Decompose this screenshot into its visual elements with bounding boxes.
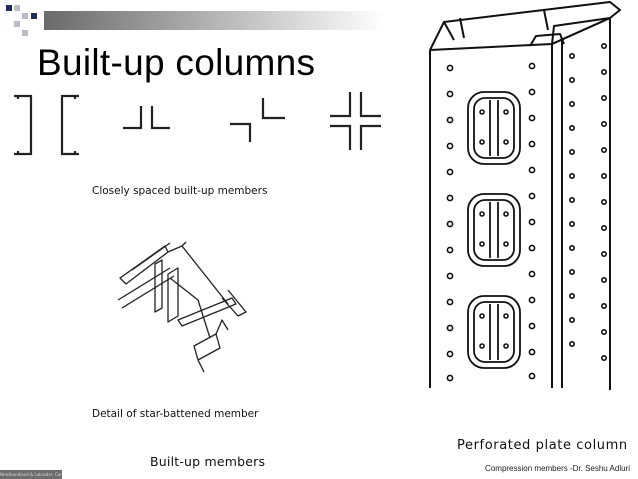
header-decoration: [6, 5, 385, 36]
angle-offset-lower: [230, 122, 252, 142]
header-square-light: [14, 21, 20, 27]
header-square-light: [22, 13, 28, 19]
star-angle-ur: [359, 92, 381, 118]
closely-spaced-sections-figure: [14, 92, 381, 156]
star-angle-ll: [330, 124, 352, 150]
header-square-dark: [31, 13, 37, 19]
perforation: [467, 295, 521, 369]
caption-closely-spaced: Closely spaced built-up members: [92, 185, 268, 197]
channel-left: [14, 94, 33, 156]
header-square-dark: [6, 5, 12, 11]
slide-title: Built-up columns: [37, 42, 316, 83]
perforated-plate-column-figure: [429, 1, 621, 390]
star-battened-detail-figure: [117, 241, 247, 373]
channel-right: [60, 94, 79, 156]
slide-footer: Compression members -Dr. Seshu Adluri: [485, 464, 630, 473]
caption-built-up: Built-up members: [150, 454, 266, 469]
header-square-light: [14, 5, 20, 11]
perforation: [467, 91, 521, 165]
star-angle-lr: [359, 124, 381, 150]
perforation: [467, 193, 521, 267]
header-square-light: [22, 30, 28, 36]
side-face-outline: [551, 17, 611, 390]
caption-star-battened: Detail of star-battened member: [92, 408, 259, 420]
star-angle-ul: [330, 92, 352, 118]
angle-pair: [123, 106, 170, 130]
caption-perforated-plate: Perforated plate column: [457, 438, 628, 453]
source-stamp: Newfoundland & Labrador, Canada: [0, 470, 62, 479]
header-gradient-bar: [44, 11, 385, 30]
angle-offset-upper: [261, 98, 285, 120]
front-face-outline: [429, 44, 553, 388]
